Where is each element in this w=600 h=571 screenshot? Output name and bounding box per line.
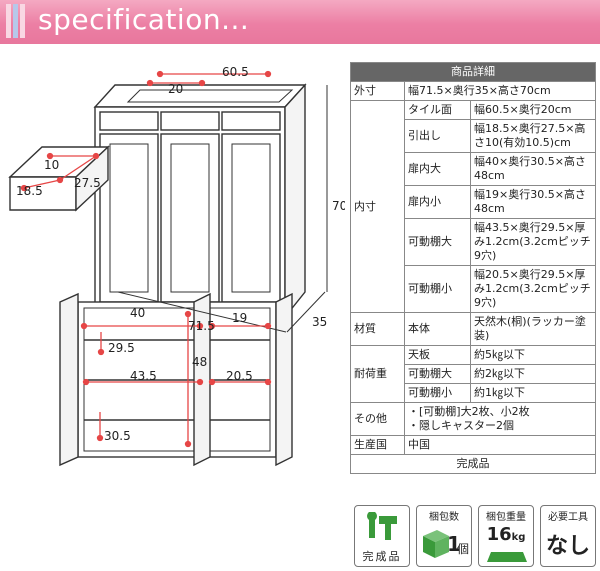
package-count-value: 1 — [447, 532, 461, 556]
page-title: specification... — [38, 3, 250, 36]
dim-height: 70 — [332, 199, 345, 213]
complete-badge: 完成品 — [354, 505, 410, 567]
dim-drawer-width: 18.5 — [16, 184, 43, 198]
spec-title: 商品詳細 — [350, 62, 596, 82]
dim-depth: 35 — [312, 315, 327, 329]
spec-sublabel: 可動棚小 — [404, 383, 471, 403]
spec-value: 幅20.5×奥行29.5×厚み1.2cm(3.2cmピッチ9穴) — [470, 265, 596, 313]
banner-stripe — [13, 4, 18, 38]
box-icon — [423, 530, 449, 558]
package-count-label: 梱包数 — [429, 512, 459, 523]
spec-sublabel: タイル面 — [404, 100, 471, 120]
spec-label: 耐荷重 — [350, 345, 405, 403]
dim-door-right: 19 — [232, 311, 247, 325]
banner-stripe — [6, 4, 11, 38]
spec-value: 幅71.5×奥行35×高さ70cm — [404, 81, 596, 101]
spec-value-line: ・隠しキャスター2個 — [408, 419, 514, 432]
required-tools-value: なし — [545, 534, 590, 559]
dim-door-left: 40 — [130, 306, 145, 320]
package-weight-label: 梱包重量 — [486, 512, 526, 523]
dimension-diagram: 60.5 20 70 71.5 35 10 18.5 27.5 40 19 29… — [8, 65, 345, 467]
complete-label: 完成品 — [362, 550, 402, 563]
spec-value: 約1㎏以下 — [470, 383, 596, 403]
required-tools-badge: 必要工具 なし — [540, 505, 596, 567]
spec-value-line: ・[可動棚]大2枚、小2枚 — [408, 405, 530, 418]
required-tools-label: 必要工具 — [548, 512, 588, 523]
spec-table: 商品詳細 外寸 幅71.5×奥行35×高さ70cm 内寸 タイル面 幅60.5×… — [350, 62, 596, 474]
spec-sublabel: 引出し — [404, 119, 471, 153]
spec-value: 中国 — [404, 435, 596, 455]
package-weight-number: 16 — [486, 524, 512, 545]
scale-icon — [487, 552, 527, 562]
dim-shelf-right-width: 20.5 — [226, 369, 253, 383]
dim-width: 71.5 — [188, 319, 215, 333]
spec-label: その他 — [350, 402, 405, 436]
spec-value: 幅40×奥行30.5×高さ48cm — [470, 152, 596, 186]
package-weight-value: 16kg — [479, 524, 533, 545]
package-weight-badge: 梱包重量 16kg — [478, 505, 534, 567]
package-weight-unit: kg — [511, 532, 526, 543]
spec-value: 幅43.5×奥行29.5×厚み1.2cm(3.2cmピッチ9穴) — [470, 218, 596, 266]
spec-sublabel: 天板 — [404, 345, 471, 365]
tools-icon — [367, 512, 397, 540]
spec-value: 約5㎏以下 — [470, 345, 596, 365]
package-count-unit: 個 — [457, 542, 470, 556]
package-count-badge: 梱包数 1 個 — [416, 505, 472, 567]
spec-finish: 完成品 — [350, 454, 596, 474]
spec-value: 幅18.5×奥行27.5×高さ10(有効10.5)cm — [470, 119, 596, 153]
dim-shelf-left-depth: 29.5 — [108, 341, 135, 355]
spec-label: 材質 — [350, 312, 405, 346]
dim-drawer-depth: 27.5 — [74, 176, 101, 190]
spec-sublabel: 扉内小 — [404, 185, 471, 219]
spec-value: 幅19×奥行30.5×高さ48cm — [470, 185, 596, 219]
spec-sublabel: 可動棚大 — [404, 218, 471, 266]
spec-sublabel: 扉内大 — [404, 152, 471, 186]
spec-label: 生産国 — [350, 435, 405, 455]
spec-value: 約2㎏以下 — [470, 364, 596, 384]
spec-label: 内寸 — [350, 100, 405, 313]
header-banner: specification... — [0, 0, 600, 44]
dim-inner-height: 48 — [192, 355, 207, 369]
dim-bottom-depth: 30.5 — [104, 429, 131, 443]
dim-drawer-height: 10 — [44, 158, 59, 172]
dim-top-depth: 20 — [168, 82, 183, 96]
dim-shelf-left-width: 43.5 — [130, 369, 157, 383]
spec-sublabel: 可動棚大 — [404, 364, 471, 384]
spec-value: 天然木(桐)(ラッカー塗装) — [470, 312, 596, 346]
banner-stripe — [20, 4, 25, 38]
dim-top-width: 60.5 — [222, 65, 249, 79]
spec-label: 外寸 — [350, 81, 405, 101]
spec-value: 幅60.5×奥行20cm — [470, 100, 596, 120]
spec-sublabel: 可動棚小 — [404, 265, 471, 313]
spec-value: ・[可動棚]大2枚、小2枚 ・隠しキャスター2個 — [404, 402, 596, 436]
spec-sublabel: 本体 — [404, 312, 471, 346]
